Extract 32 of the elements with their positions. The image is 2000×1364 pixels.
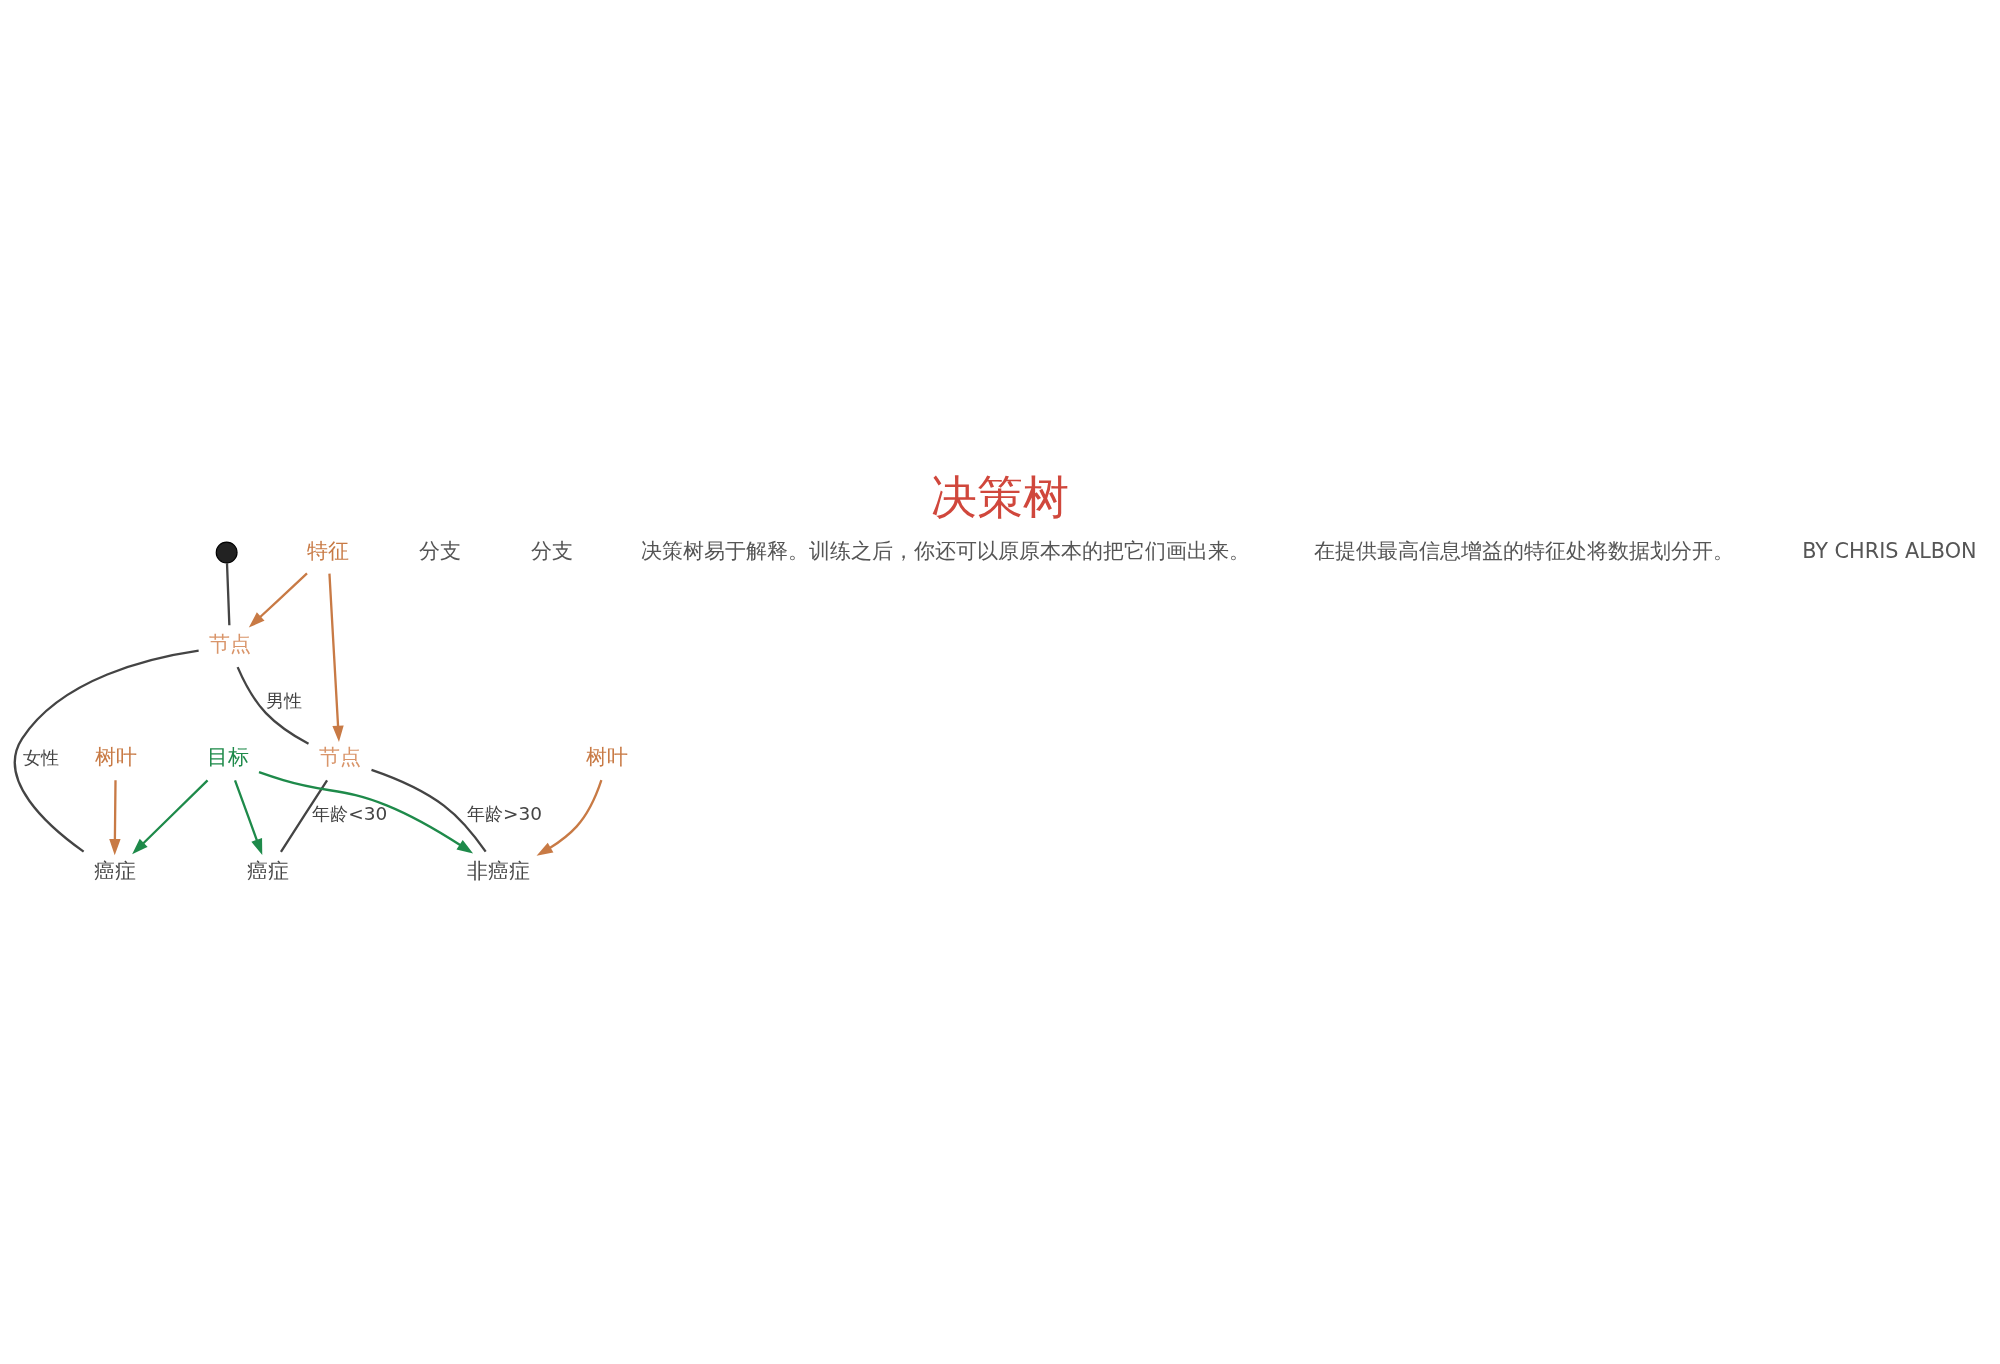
arrow [108, 779, 121, 855]
node-text: 节点 [208, 631, 251, 656]
connector [370, 768, 487, 852]
node-text: 非癌症 [466, 858, 530, 883]
node-circle [215, 541, 238, 563]
node-text: 树叶 [94, 744, 137, 769]
arrow [536, 779, 602, 856]
arrow [258, 770, 473, 854]
node-text: 目标 [206, 744, 249, 769]
label: 决策树易于解释。训练之后，你还可以原原本本的把它们画出来。 [640, 538, 1250, 563]
node-text: 癌症 [246, 858, 289, 883]
label: 分支 [530, 538, 573, 563]
edge-label: 女性 [22, 746, 59, 768]
label: 在提供最高信息增益的特征处将数据划分开。 [1313, 538, 1734, 563]
edge-label: 年龄<30 [311, 802, 387, 824]
node-text: 特征 [306, 538, 349, 563]
label: 分支 [418, 538, 461, 563]
node-text: 树叶 [585, 744, 628, 769]
arrow [248, 572, 308, 628]
label: BY CHRIS ALBON [1801, 538, 1977, 563]
node-text: 癌症 [93, 858, 136, 883]
arrow [131, 779, 208, 854]
connector [236, 666, 309, 745]
connector [13, 648, 199, 853]
diagram-title: 决策树 [931, 469, 1069, 524]
arrow [327, 573, 344, 742]
edge-label: 年龄>30 [466, 802, 542, 824]
edge-label: 男性 [265, 689, 302, 711]
connector [225, 562, 230, 625]
node-text: 节点 [318, 744, 361, 769]
arrow [233, 779, 262, 855]
connector [279, 779, 328, 852]
